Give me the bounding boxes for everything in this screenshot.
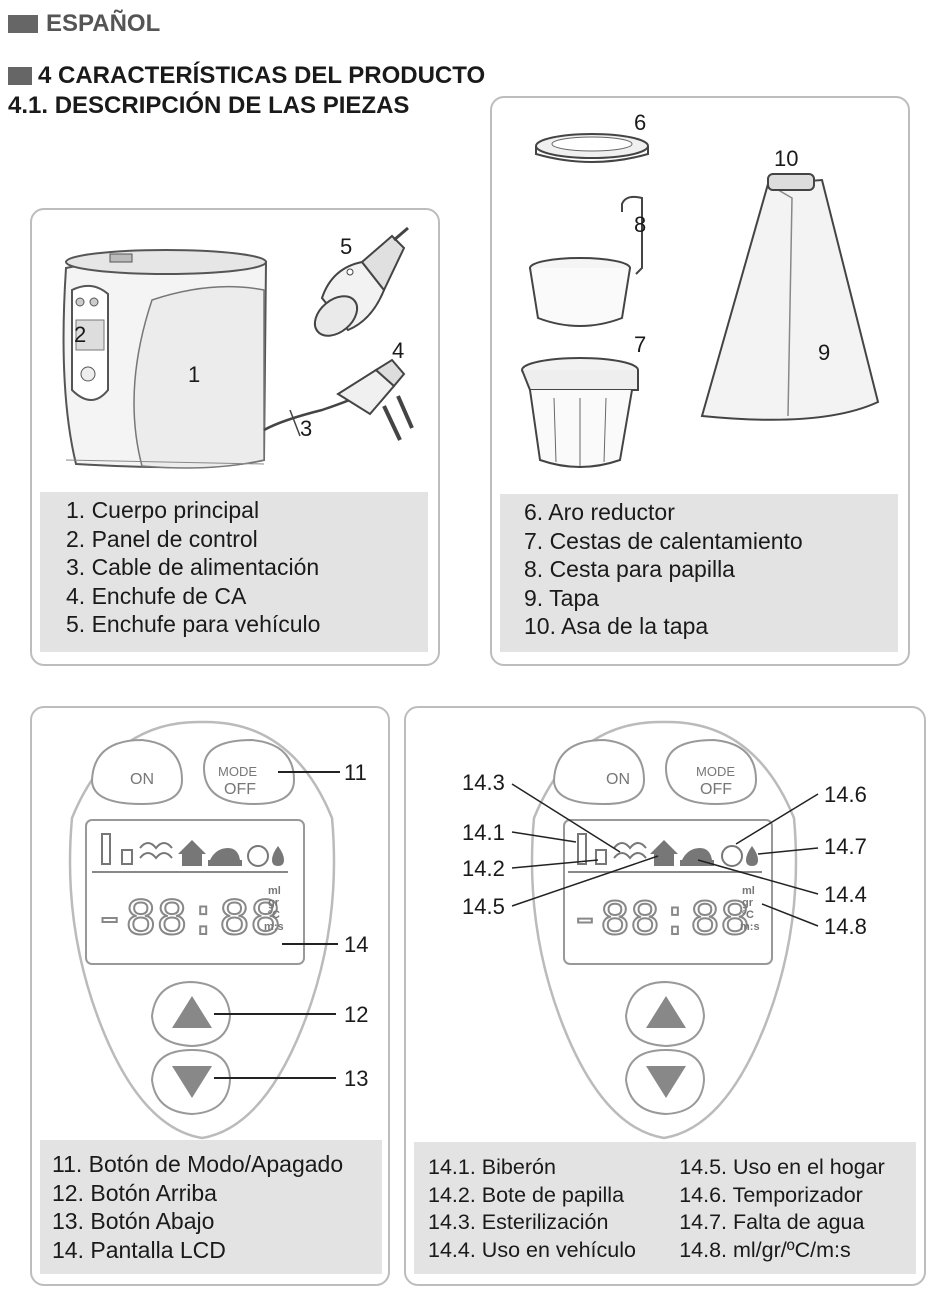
control-panel-illustration: ON MODE OFF -88:88 ml gr ºC m:s 11 14 12… bbox=[68, 720, 368, 1140]
callout-14-3: 14.3 bbox=[462, 770, 505, 795]
unit-gr: gr bbox=[742, 897, 754, 909]
off-label: OFF bbox=[700, 781, 732, 798]
legend-item: 12. Botón Arriba bbox=[52, 1179, 217, 1206]
icons-legend: 14.1. Biberón 14.2. Bote de papilla 14.3… bbox=[414, 1142, 916, 1274]
callout-14: 14 bbox=[344, 932, 368, 957]
lcd-digits: -88:88 bbox=[94, 891, 281, 950]
callout-6: 6 bbox=[634, 110, 646, 135]
callout-2: 2 bbox=[74, 322, 86, 347]
callout-14-6: 14.6 bbox=[824, 782, 867, 807]
mode-label: MODE bbox=[696, 764, 735, 779]
legend-item: 4. Enchufe de CA bbox=[66, 582, 247, 609]
legend-item: 14.1. Biberón bbox=[428, 1155, 556, 1179]
language-label: ESPAÑOL bbox=[46, 10, 161, 37]
legend-item: 10. Asa de la tapa bbox=[524, 613, 709, 639]
legend-item: 9. Tapa bbox=[524, 584, 600, 611]
legend-item: 8. Cesta para papilla bbox=[524, 556, 735, 582]
control-legend: 11. Botón de Modo/Apagado 12. Botón Arri… bbox=[40, 1140, 382, 1274]
on-button-label: ON bbox=[606, 771, 630, 788]
callout-12: 12 bbox=[344, 1002, 368, 1027]
heading-square-icon bbox=[8, 67, 32, 85]
callout-11: 11 bbox=[344, 760, 367, 785]
callout-5: 5 bbox=[340, 234, 352, 259]
callout-14-1: 14.1 bbox=[462, 820, 505, 845]
lcd-icons-diagram: ON MODE OFF -88:88 ml gr ºC m:s 14.3 14.… bbox=[404, 706, 926, 1286]
legend-column-right: 14.5. Uso en el hogar 14.6. Temporizador… bbox=[679, 1154, 916, 1274]
callout-7: 7 bbox=[634, 332, 646, 357]
callout-14-4: 14.4 bbox=[824, 882, 867, 907]
parts-legend-1: 1. Cuerpo principal 2. Panel de control … bbox=[40, 492, 428, 652]
legend-item: 14.8. ml/gr/ºC/m:s bbox=[679, 1237, 851, 1262]
callout-14-2: 14.2 bbox=[462, 856, 505, 881]
callout-8: 8 bbox=[634, 212, 646, 237]
callout-14-8: 14.8 bbox=[824, 914, 867, 939]
section-heading: 4 CARACTERÍSTICAS DEL PRODUCTO bbox=[8, 62, 485, 90]
parts-panel-accessories: 6 8 7 10 9 6. Aro reductor 7. Cestas de … bbox=[490, 96, 910, 666]
control-panel-diagram: ON MODE OFF -88:88 ml gr ºC m:s 11 14 12… bbox=[30, 706, 390, 1286]
unit-ms: m:s bbox=[740, 921, 760, 933]
parts-panel-main-body: 2 1 3 4 5 1. Cuerpo principal 2. Panel d… bbox=[30, 208, 440, 666]
section-title: 4 CARACTERÍSTICAS DEL PRODUCTO bbox=[38, 62, 486, 89]
legend-item: 2. Panel de control bbox=[66, 525, 258, 552]
subsection-title: 4.1. DESCRIPCIÓN DE LAS PIEZAS bbox=[8, 92, 410, 119]
unit-ml: ml bbox=[742, 885, 755, 897]
callout-14-5: 14.5 bbox=[462, 894, 505, 919]
legend-item: 14.4. Uso en vehículo bbox=[428, 1237, 636, 1262]
callout-4: 4 bbox=[392, 338, 404, 363]
lcd-icons-illustration: ON MODE OFF -88:88 ml gr ºC m:s 14.3 14.… bbox=[462, 720, 867, 1140]
callout-13: 13 bbox=[344, 1066, 368, 1091]
legend-item: 6. Aro reductor bbox=[524, 499, 675, 525]
callout-1: 1 bbox=[188, 362, 200, 387]
lcd-digits: -88:88 bbox=[570, 893, 750, 950]
unit-ml: ml bbox=[268, 885, 281, 897]
legend-item: 1. Cuerpo principal bbox=[66, 497, 260, 523]
accessories-illustration: 6 8 7 10 9 bbox=[521, 110, 880, 468]
main-body-illustration: 2 1 3 4 5 bbox=[62, 226, 414, 469]
mode-label: MODE bbox=[218, 764, 257, 779]
legend-item: 14.6. Temporizador bbox=[679, 1182, 863, 1207]
legend-item: 14.5. Uso en el hogar bbox=[679, 1155, 885, 1179]
heading-square-icon bbox=[8, 15, 38, 33]
legend-item: 13. Botón Abajo bbox=[52, 1208, 215, 1234]
legend-item: 14.3. Esterilización bbox=[428, 1210, 609, 1234]
callout-10: 10 bbox=[774, 146, 798, 171]
legend-item: 14.7. Falta de agua bbox=[679, 1210, 865, 1234]
callout-3: 3 bbox=[300, 416, 312, 441]
callout-9: 9 bbox=[818, 340, 830, 365]
language-heading: ESPAÑOL bbox=[8, 10, 160, 38]
unit-celsius: ºC bbox=[742, 909, 754, 921]
legend-column-left: 14.1. Biberón 14.2. Bote de papilla 14.3… bbox=[428, 1154, 667, 1274]
on-button-label: ON bbox=[130, 771, 154, 788]
parts-legend-2: 6. Aro reductor 7. Cestas de calentamien… bbox=[500, 494, 898, 652]
off-label: OFF bbox=[224, 781, 256, 798]
unit-gr: gr bbox=[268, 897, 280, 909]
legend-item: 14.2. Bote de papilla bbox=[428, 1182, 625, 1207]
legend-item: 7. Cestas de calentamiento bbox=[524, 527, 803, 554]
legend-item: 5. Enchufe para vehículo bbox=[66, 611, 321, 637]
legend-item: 14. Pantalla LCD bbox=[52, 1236, 226, 1263]
unit-ms: m:s bbox=[264, 921, 284, 933]
legend-item: 3. Cable de alimentación bbox=[66, 554, 320, 580]
legend-item: 11. Botón de Modo/Apagado bbox=[52, 1151, 344, 1177]
callout-14-7: 14.7 bbox=[824, 834, 867, 859]
unit-celsius: ºC bbox=[268, 909, 280, 921]
